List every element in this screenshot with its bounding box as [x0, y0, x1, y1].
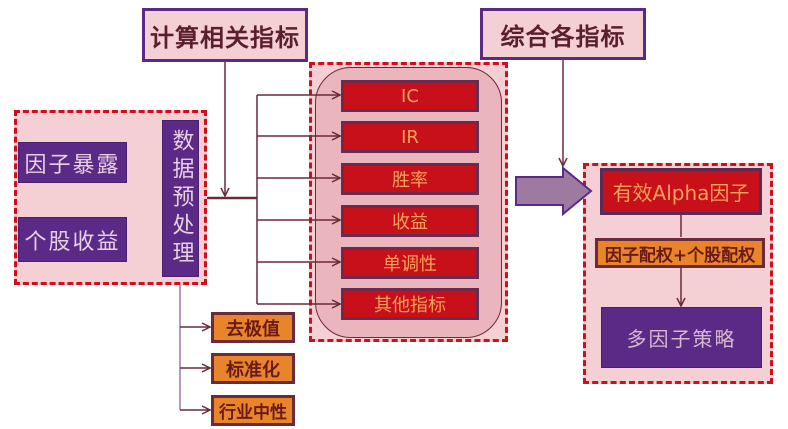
- preprocess-label: 数据预处理: [168, 128, 194, 269]
- stock-return-box[interactable]: 个股收益: [18, 217, 127, 262]
- metric-item-ir[interactable]: IR: [341, 121, 479, 153]
- metric-label: 收益: [392, 212, 428, 233]
- step-standardize[interactable]: 标准化: [211, 353, 295, 384]
- strategy-box[interactable]: 多因子策略: [601, 307, 762, 368]
- step-label: 标准化: [226, 359, 280, 381]
- factor-exposure-box[interactable]: 因子暴露: [18, 142, 127, 183]
- weighting-box[interactable]: 因子配权+个股配权: [595, 238, 765, 268]
- effective-alpha-label: 有效Alpha因子: [612, 181, 750, 205]
- metric-label: IR: [401, 126, 419, 148]
- metric-item-return[interactable]: 收益: [341, 205, 479, 237]
- calc-metrics-title-text: 计算相关指标: [150, 23, 300, 52]
- metric-label: 单调性: [383, 254, 437, 275]
- stock-return-label: 个股收益: [24, 229, 121, 255]
- step-industry-neutral[interactable]: 行业中性: [211, 395, 295, 426]
- strategy-label: 多因子策略: [626, 327, 737, 351]
- combine-metrics-title: 综合各指标: [480, 8, 646, 60]
- step-label: 去极值: [226, 318, 280, 340]
- metric-label: 胜率: [392, 170, 428, 191]
- metric-item-ic[interactable]: IC: [341, 80, 479, 112]
- weighting-label: 因子配权+个股配权: [604, 245, 756, 266]
- effective-alpha-box[interactable]: 有效Alpha因子: [600, 168, 762, 215]
- metric-item-other[interactable]: 其他指标: [341, 288, 479, 320]
- factor-exposure-label: 因子暴露: [24, 152, 121, 178]
- metric-label: IC: [401, 85, 419, 107]
- preprocess-box[interactable]: 数据预处理: [162, 120, 199, 277]
- metric-item-win-rate[interactable]: 胜率: [341, 163, 479, 195]
- combine-metrics-title-text: 综合各指标: [500, 22, 626, 51]
- step-label: 行业中性: [219, 403, 287, 423]
- calc-metrics-title: 计算相关指标: [142, 8, 308, 62]
- flow-arrow-icon: [515, 166, 593, 216]
- step-winsorize[interactable]: 去极值: [211, 312, 295, 343]
- metric-item-monotonicity[interactable]: 单调性: [341, 247, 479, 279]
- metric-label: 其他指标: [374, 295, 446, 316]
